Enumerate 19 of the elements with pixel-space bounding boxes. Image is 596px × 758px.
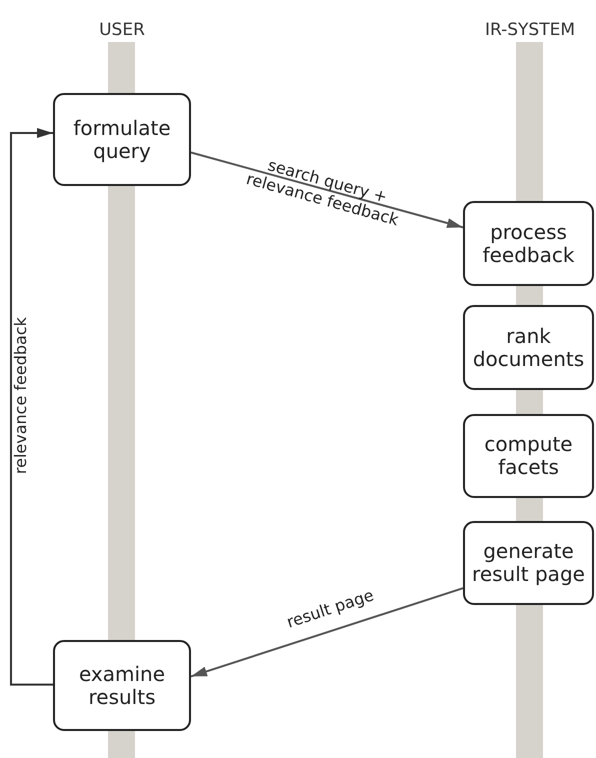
- edge-label: result page: [284, 584, 376, 632]
- lane-header: IR-SYSTEM: [484, 20, 576, 40]
- lane-header: USER: [99, 20, 145, 40]
- step-text: process feedback: [482, 220, 576, 266]
- step-text: compute facets: [483, 433, 574, 479]
- arrow: [10, 128, 53, 686]
- edge-label: relevance feedback: [10, 316, 30, 474]
- process-box: [463, 521, 594, 605]
- arrow: [190, 152, 464, 230]
- process-box: [463, 201, 594, 286]
- step-text: generate result page: [471, 540, 586, 586]
- process-box: [463, 414, 594, 498]
- process-box: [53, 93, 191, 186]
- arrow: [190, 587, 464, 678]
- process-box: [53, 640, 191, 731]
- step-text: formulate query: [72, 116, 172, 162]
- process-box: [463, 305, 594, 390]
- step-text: examine results: [78, 662, 166, 708]
- step-text: rank documents: [472, 324, 586, 370]
